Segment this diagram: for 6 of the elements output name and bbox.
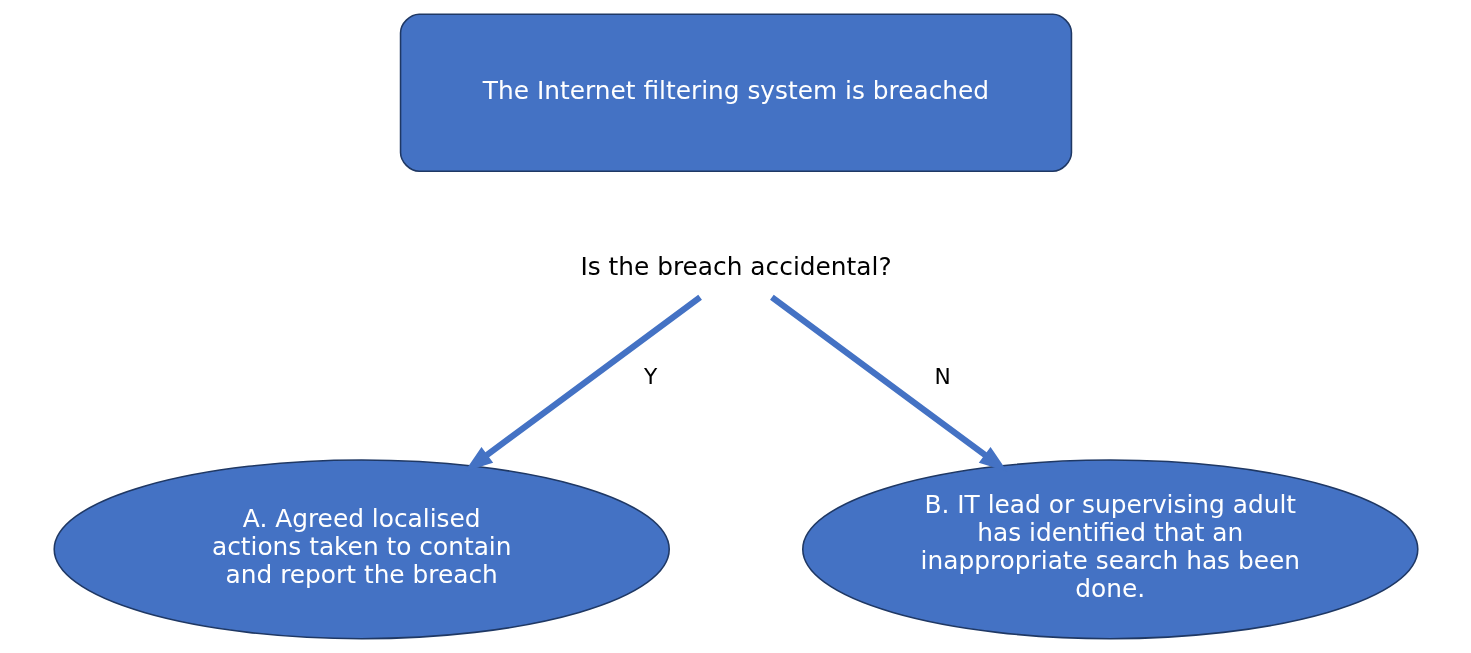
node-ellipse: B. IT lead or supervising adult has identified that an inappropriate search has been done. xyxy=(801,459,1419,640)
edge-label: N xyxy=(934,364,951,390)
node-box: The Internet filtering system is breached xyxy=(399,13,1072,172)
edge-label: Y xyxy=(643,364,657,390)
node-ellipse: A. Agreed localised actions taken to contain and report the breach xyxy=(52,459,670,640)
node-text: Is the breach accidental? xyxy=(579,251,892,281)
